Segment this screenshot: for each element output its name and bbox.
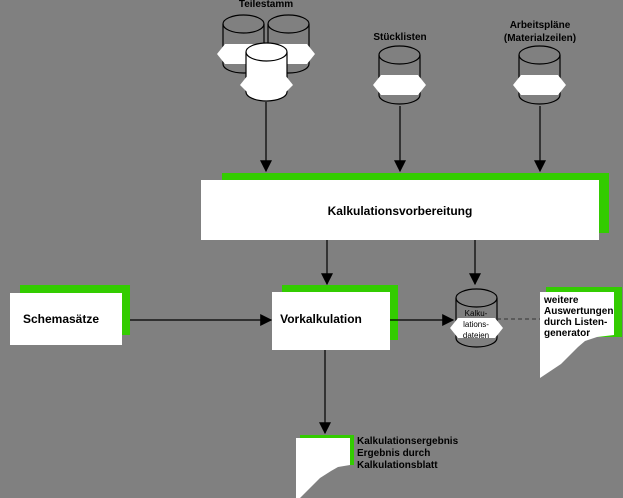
stuecklisten-label: Stücklisten [373,32,426,43]
arbeitsplaene-label-2: (Materialzeilen) [504,33,576,44]
teilestamm-label: Teilestamm [239,0,293,10]
auswertungen-document-icon [540,292,614,378]
kalkulationsdateien-label: lations- [463,320,489,329]
kalkulationsdateien-label: Kalku- [465,309,488,318]
vorbereitung-label: Kalkulationsvorbereitung [328,204,473,218]
schemasaetze-box [10,293,122,345]
arbeitsplaene-db-icon [512,45,567,105]
ergebnis-text: Kalkulationsergebnis [357,436,459,447]
auswertungen-text: Auswertungen [544,306,613,317]
auswertungen-text: durch Listen- [544,317,607,328]
arbeitsplaene-label: Arbeitspläne [510,20,571,31]
vorkalkulation-label: Vorkalkulation [280,312,362,326]
vorkalkulation-box [272,292,390,350]
vorbereitung-box [201,180,599,240]
kalkulationsdateien-label: dateien [463,331,489,340]
schemasaetze-label: Schemasätze [23,312,99,326]
teilestamm-db-front-icon [240,42,293,102]
auswertungen-text: generator [544,328,590,339]
stuecklisten-db-icon [372,45,427,105]
ergebnis-document-icon [296,438,350,498]
ergebnis-text: Kalkulationsblatt [357,460,438,471]
ergebnis-text: Ergebnis durch [357,448,430,459]
auswertungen-text: weitere [543,295,579,306]
